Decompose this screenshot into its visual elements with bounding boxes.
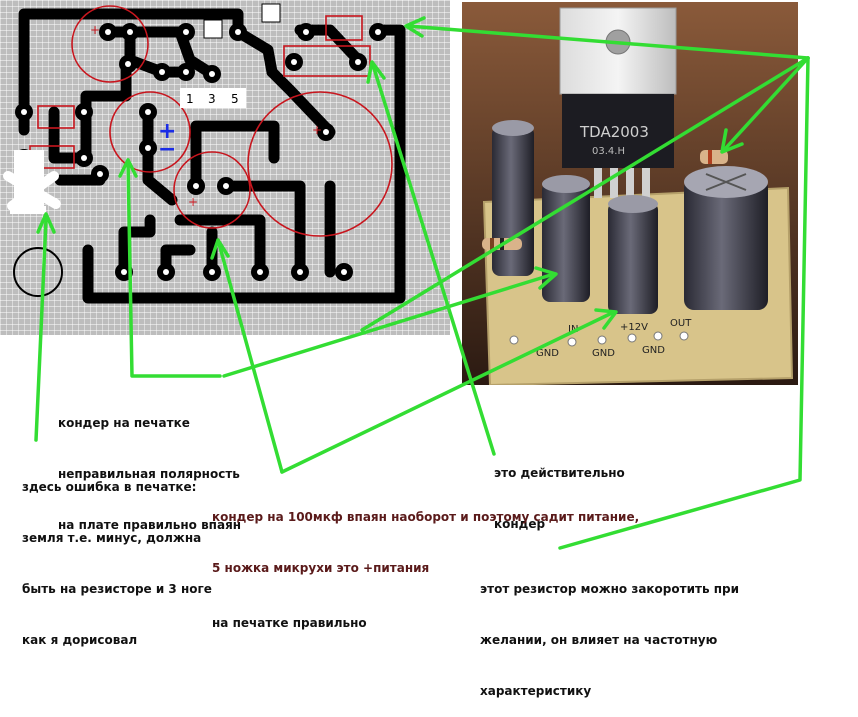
pin-label-3: 3 <box>208 92 216 106</box>
capacitor-large <box>684 166 768 310</box>
note-line: кондер <box>494 517 546 531</box>
note-line: здесь ошибка в печатке: <box>22 480 197 494</box>
note-line: это действительно <box>494 466 625 480</box>
cap3-plus-mark: + <box>312 123 322 137</box>
note-line: как я дорисовал <box>22 633 138 647</box>
note-line: кондер на печатке <box>58 416 190 430</box>
board-photo: TDA2003 03.4.H IN +12V OUT GND GND GND <box>462 2 798 385</box>
cap-plus-mark: + <box>90 23 100 37</box>
polarity-plus-mark: + <box>158 119 176 144</box>
note-line: земля т.е. минус, должна <box>22 531 202 545</box>
note-line: характеристику <box>480 684 592 698</box>
silk-in: IN <box>568 324 578 335</box>
resistor-left <box>482 238 522 250</box>
capacitor-100uf <box>542 175 590 302</box>
note-line: кондер на 100мкф впаян наоборот и поэтом… <box>212 510 640 524</box>
note-line: желании, он влияет на частотную <box>480 633 718 647</box>
pin-label-1: 1 <box>186 92 194 106</box>
note-cap100: кондер на 100мкф впаян наоборот и поэтом… <box>212 475 639 649</box>
square-pad <box>203 19 223 39</box>
note-line: неправильная полярность <box>58 467 240 481</box>
note-resistor: этот резистор можно закоротить при желан… <box>480 547 739 717</box>
resistor-right <box>700 150 728 164</box>
note-line: на плате правильно впаян <box>58 518 242 532</box>
silk-12v: +12V <box>620 322 648 333</box>
note-ground-error: здесь ошибка в печатке: земля т.е. минус… <box>22 445 212 666</box>
square-pad <box>261 3 281 23</box>
silk-gnd-2: GND <box>592 348 615 359</box>
capacitor-left <box>492 120 534 276</box>
note-line: этот резистор можно закоротить при <box>480 582 740 596</box>
chip-sub-label: 03.4.H <box>592 146 625 157</box>
pcb-layout: + + + 1 3 5 + − <box>0 0 450 335</box>
silk-gnd-3: GND <box>642 345 665 356</box>
note-line: на печатке правильно <box>212 616 367 630</box>
silk-gnd-1: GND <box>536 348 559 359</box>
note-real-cap: это действительно кондер <box>494 431 625 550</box>
pin-label-5: 5 <box>231 92 239 106</box>
silk-out: OUT <box>670 318 692 329</box>
capacitor-small <box>608 195 658 314</box>
note-line: 5 ножка микрухи это +питания <box>212 561 430 575</box>
note-line: быть на резисторе и 3 ноге <box>22 582 212 596</box>
note-polarity: кондер на печатке неправильная полярност… <box>58 381 241 551</box>
chip-label: TDA2003 <box>579 123 649 141</box>
polarity-minus-mark: − <box>158 137 176 162</box>
cap2-plus-mark: + <box>188 195 198 209</box>
ground-fix-drawing <box>3 150 61 214</box>
